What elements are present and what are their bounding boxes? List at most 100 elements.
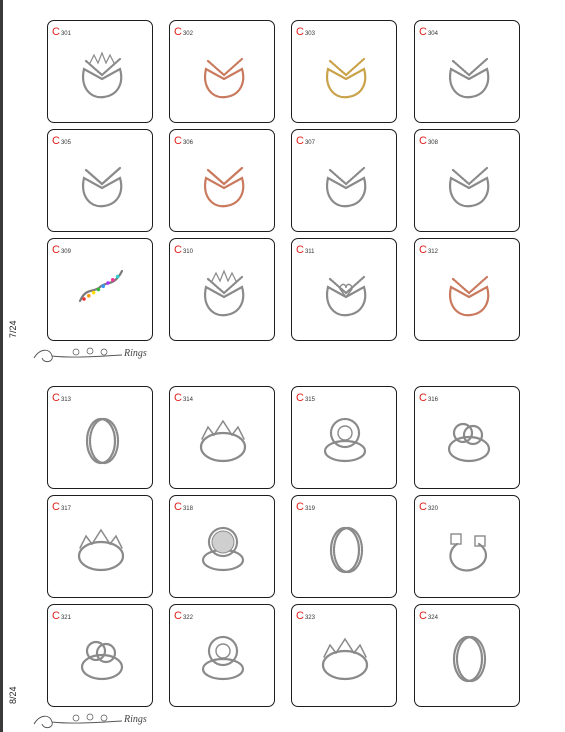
product-code-prefix: C	[52, 244, 60, 256]
product-code-number: 313	[60, 397, 71, 403]
product-card: C316	[414, 386, 520, 489]
product-code: C314	[174, 389, 193, 405]
product-code: C308	[419, 132, 438, 148]
product-code-number: 304	[427, 31, 438, 37]
product-code-prefix: C	[419, 26, 427, 38]
product-card: C320	[414, 495, 520, 598]
product-code-number: 301	[60, 31, 71, 37]
product-code-prefix: C	[174, 26, 182, 38]
product-code-number: 307	[304, 140, 315, 146]
product-code: C303	[296, 23, 315, 39]
product-code-number: 322	[182, 615, 193, 621]
product-code-number: 302	[182, 31, 193, 37]
product-code-number: 320	[427, 506, 438, 512]
product-code-number: 318	[182, 506, 193, 512]
product-code-number: 319	[304, 506, 315, 512]
product-code-number: 310	[182, 249, 193, 255]
product-code-prefix: C	[296, 244, 304, 256]
ring-image	[82, 166, 123, 208]
ring-image	[449, 166, 490, 208]
product-card: C308	[414, 129, 520, 232]
product-code-prefix: C	[174, 135, 182, 147]
product-code-prefix: C	[52, 610, 60, 622]
product-card: C315	[291, 386, 397, 489]
product-card: C324	[414, 604, 520, 707]
ring-image	[321, 637, 369, 681]
product-code: C313	[52, 389, 71, 405]
ring-image	[323, 417, 367, 463]
product-card: C314	[169, 386, 275, 489]
ring-image	[326, 57, 367, 99]
product-card: C317	[47, 495, 153, 598]
ring-image	[78, 269, 124, 303]
product-code: C309	[52, 241, 71, 257]
product-code-number: 321	[60, 615, 71, 621]
product-code: C302	[174, 23, 193, 39]
product-card: C313	[47, 386, 153, 489]
product-card: C318	[169, 495, 275, 598]
product-code-number: 323	[304, 615, 315, 621]
product-code-number: 324	[427, 615, 438, 621]
product-code: C304	[419, 23, 438, 39]
product-card: C322	[169, 604, 275, 707]
product-code-number: 305	[60, 140, 71, 146]
product-card: C304	[414, 20, 520, 123]
ring-image	[77, 528, 125, 572]
ring-image	[201, 526, 245, 572]
product-code: C321	[52, 607, 71, 623]
product-code-number: 306	[182, 140, 193, 146]
product-code-number: 312	[427, 249, 438, 255]
product-code-prefix: C	[419, 135, 427, 147]
product-code-prefix: C	[419, 392, 427, 404]
ring-image	[204, 166, 245, 208]
product-code-number: 308	[427, 140, 438, 146]
ring-image	[82, 51, 123, 99]
decorative-swirl-icon	[33, 347, 123, 363]
product-code: C301	[52, 23, 71, 39]
product-code: C322	[174, 607, 193, 623]
ring-image	[326, 166, 367, 208]
product-code: C323	[296, 607, 315, 623]
ring-image	[199, 419, 247, 463]
product-code-prefix: C	[296, 26, 304, 38]
product-code-prefix: C	[52, 392, 60, 404]
product-code: C315	[296, 389, 315, 405]
product-code-prefix: C	[296, 135, 304, 147]
product-code: C320	[419, 498, 438, 514]
product-code: C319	[296, 498, 315, 514]
ring-image	[85, 417, 120, 465]
product-card: C306	[169, 129, 275, 232]
product-card: C321	[47, 604, 153, 707]
product-code-number: 311	[304, 249, 315, 255]
product-code: C311	[296, 241, 315, 257]
product-code: C305	[52, 132, 71, 148]
product-card: C319	[291, 495, 397, 598]
ring-image	[452, 635, 487, 683]
ring-image	[201, 635, 245, 681]
product-code-prefix: C	[296, 610, 304, 622]
ring-image	[447, 422, 491, 463]
product-code-prefix: C	[296, 501, 304, 513]
page-edge	[0, 0, 3, 366]
product-card: C305	[47, 129, 153, 232]
product-code-number: 316	[427, 397, 438, 403]
product-code: C310	[174, 241, 193, 257]
product-card: C307	[291, 129, 397, 232]
product-card: C310	[169, 238, 275, 341]
product-code: C312	[419, 241, 438, 257]
ring-image	[204, 57, 245, 99]
product-code-prefix: C	[174, 501, 182, 513]
product-code-number: 314	[182, 397, 193, 403]
product-card: C301	[47, 20, 153, 123]
product-code-prefix: C	[52, 501, 60, 513]
product-card: C323	[291, 604, 397, 707]
page-number: 7/24	[8, 320, 18, 338]
product-code: C318	[174, 498, 193, 514]
product-code-number: 315	[304, 397, 315, 403]
product-code-prefix: C	[419, 244, 427, 256]
product-code-prefix: C	[174, 244, 182, 256]
product-card: C312	[414, 238, 520, 341]
product-code: C317	[52, 498, 71, 514]
